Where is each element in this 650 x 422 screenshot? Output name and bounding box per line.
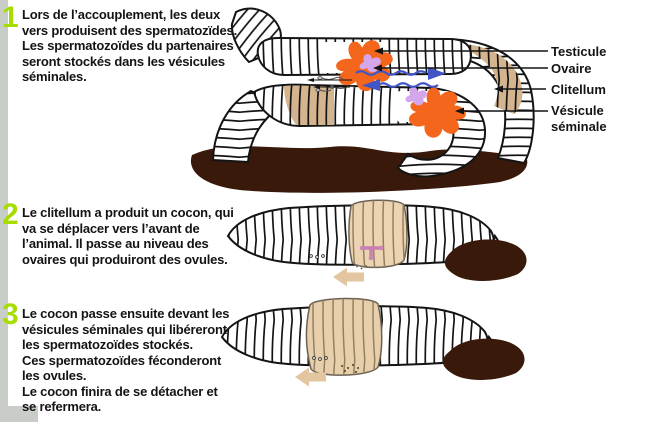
leader-arrowheads [373,47,503,115]
step-1-text: Lors de l’accouplement, les deux vers pr… [22,7,237,84]
bottom-left-margin-patch [0,406,38,422]
step-3-text: Le cocon passe ensuite devant les vésicu… [22,306,230,414]
fertilized-eggs-dots [341,364,359,373]
scene-cocoon-moving [227,199,527,287]
soil-middle [444,239,527,281]
step-1-number: 1 [2,1,19,34]
ovary-pores-bottom [312,356,328,361]
sperm-exchange-arrows [355,67,446,91]
cocoon-band-middle [348,199,408,269]
label-testicule: Testicule [551,44,607,59]
soil-bottom [442,338,525,380]
left-arrowhead-icon [362,79,380,91]
label-clitellum: Clitellum [551,82,606,97]
step-2-text: Le clitellum a produit un cocon, qui va … [22,205,234,267]
cocoon-specks-middle [356,265,367,270]
cocoon-direction-arrow-bottom [295,367,326,387]
cocoon-direction-arrow-middle [333,267,364,287]
label-ovaire: Ovaire [551,61,592,76]
cocoon-band-bottom [305,297,383,376]
label-leader-lines [381,50,548,112]
ovary-pores-middle [309,254,325,259]
scene-cocoon-fertilized [221,297,525,387]
label-vesicule-seminale: Vésicule séminale [551,103,607,134]
ovary-pink-structure [359,245,384,261]
scene-mating [190,7,548,193]
step-3-number: 3 [2,298,19,331]
left-margin-strip [0,0,8,422]
sperm-pointer-lines [307,78,352,89]
step-2-number: 2 [2,198,19,231]
right-arrowhead-icon [428,67,446,80]
